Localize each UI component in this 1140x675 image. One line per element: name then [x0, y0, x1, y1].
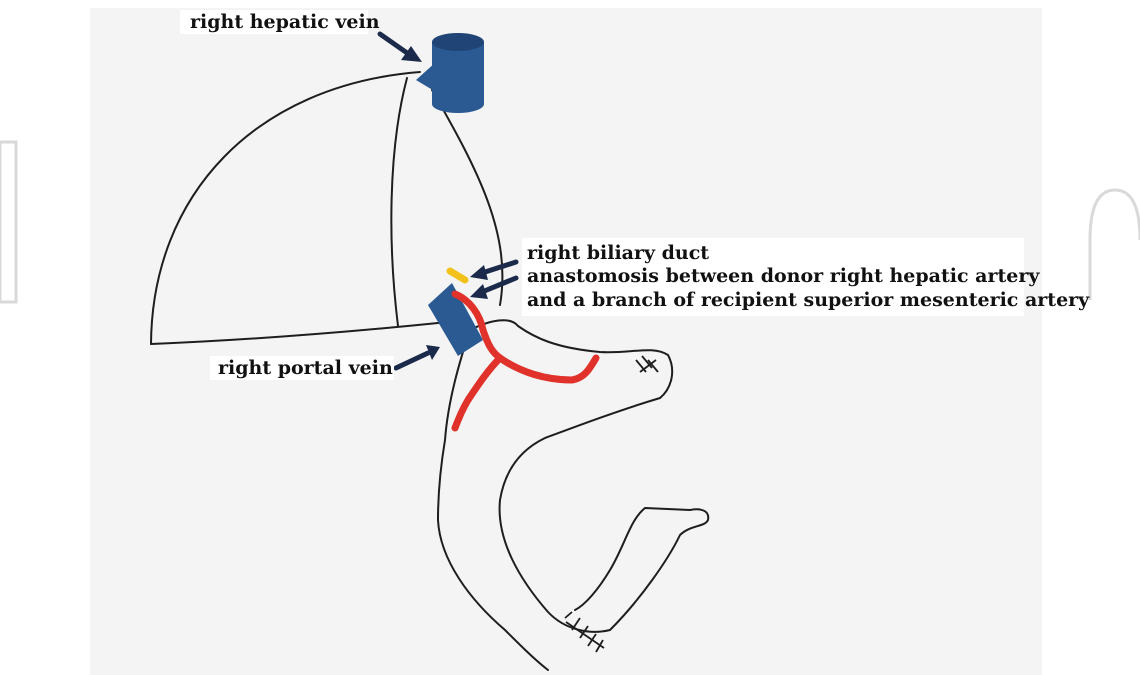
hepatic-vein-body — [432, 42, 484, 104]
label-right-biliary-duct: right biliary duct — [527, 242, 709, 264]
label-anastomosis-line-1: anastomosis between donor right hepatic … — [527, 265, 1040, 287]
label-anastomosis-line-2: and a branch of recipient superior mesen… — [527, 289, 1090, 311]
label-right-portal-vein: right portal vein — [218, 357, 393, 379]
hepatic-vein-top — [432, 33, 484, 51]
label-right-hepatic-vein: right hepatic vein — [190, 11, 380, 33]
hepatic-vein-bottom — [432, 95, 484, 113]
diagram-background — [90, 8, 1042, 675]
